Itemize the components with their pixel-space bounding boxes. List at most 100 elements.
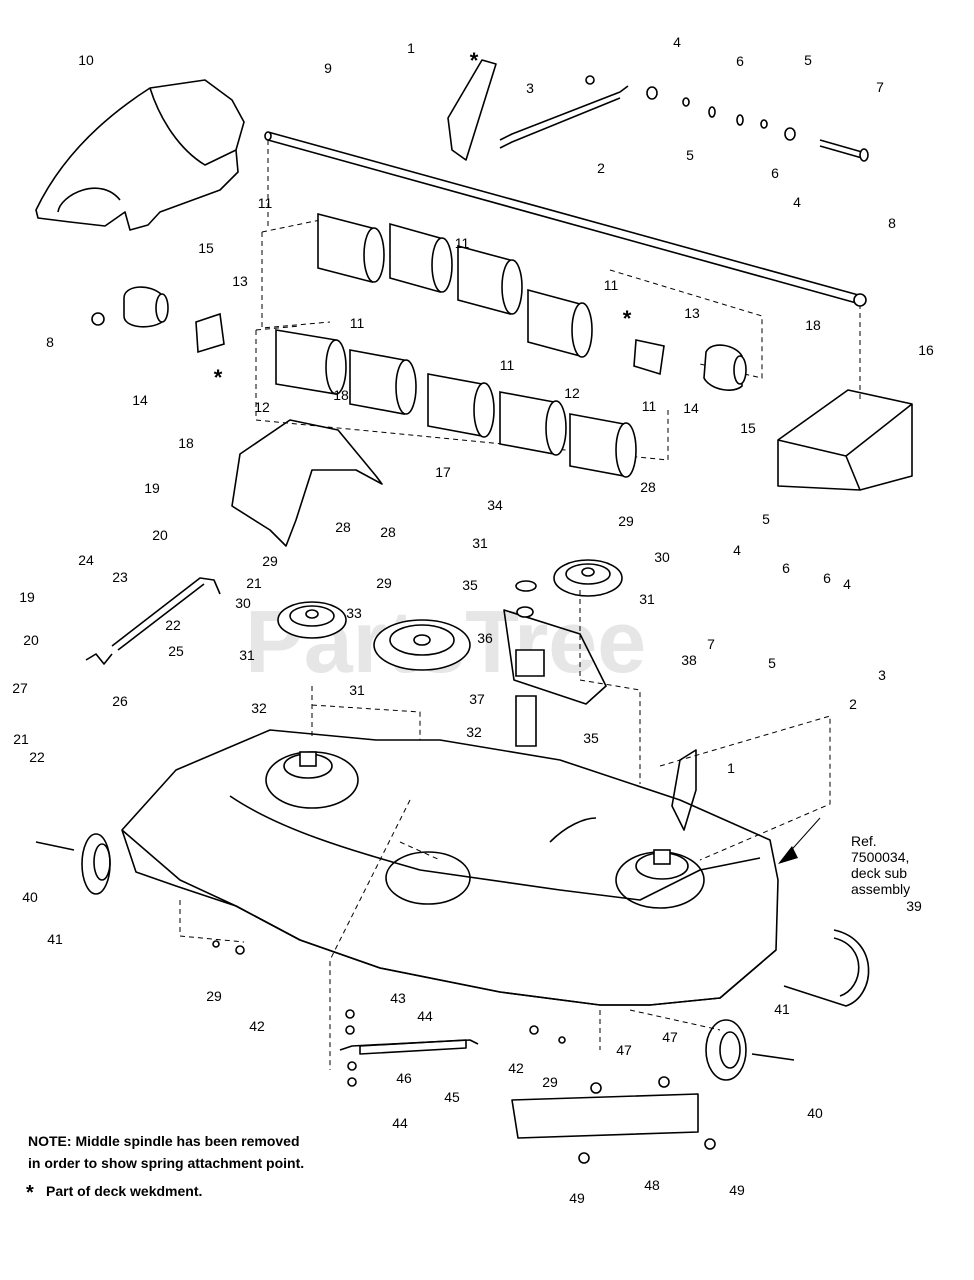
- right-spindle: [635, 849, 689, 880]
- callout-7: 7: [707, 636, 715, 652]
- callout-30: 30: [654, 549, 670, 565]
- callout-46: 46: [396, 1070, 412, 1086]
- callout-41: 41: [47, 931, 63, 947]
- belt-part: [783, 929, 870, 1007]
- callout-29: 29: [206, 988, 222, 1004]
- callout-23: 23: [112, 569, 128, 585]
- callout-27: 27: [12, 680, 28, 696]
- callout-1: 1: [727, 760, 735, 776]
- callout-5: 5: [762, 511, 770, 527]
- note-asterisk: *: [26, 1182, 34, 1204]
- callout-4: 4: [673, 34, 681, 50]
- ref-line-1: Ref.: [851, 833, 877, 849]
- callout-8: 8: [888, 215, 896, 231]
- callout-asterisk: *: [214, 365, 223, 390]
- callout-11: 11: [642, 398, 657, 414]
- roller-bracket-right: [633, 339, 665, 376]
- callout-3: 3: [878, 667, 886, 683]
- callout-31: 31: [639, 591, 655, 607]
- callout-21: 21: [246, 575, 262, 591]
- callout-24: 24: [78, 552, 94, 568]
- callout-29: 29: [618, 513, 634, 529]
- callout-40: 40: [22, 889, 38, 905]
- callout-20: 20: [152, 527, 168, 543]
- callout-6: 6: [782, 560, 790, 576]
- bushing-right: [853, 293, 867, 307]
- callout-2: 2: [849, 696, 857, 712]
- idler-arm-part: [503, 609, 607, 705]
- callout-15: 15: [740, 420, 756, 436]
- note-line-2: in order to show spring attachment point…: [28, 1155, 304, 1171]
- callout-32: 32: [251, 700, 267, 716]
- bushing-left: [91, 312, 105, 326]
- deck-weldment-plate-deck: [671, 749, 697, 831]
- callout-42: 42: [508, 1060, 524, 1076]
- callout-47: 47: [662, 1029, 678, 1045]
- callout-41: 41: [774, 1001, 790, 1017]
- callout-20: 20: [23, 632, 39, 648]
- callout-11: 11: [500, 357, 515, 373]
- callout-12: 12: [254, 399, 270, 415]
- callout-35: 35: [462, 577, 478, 593]
- callout-29: 29: [542, 1074, 558, 1090]
- callout-36: 36: [477, 630, 493, 646]
- callout-43: 43: [390, 990, 406, 1006]
- callout-32: 32: [466, 724, 482, 740]
- upper-rollers: [317, 212, 593, 358]
- callout-48: 48: [644, 1177, 660, 1193]
- callout-31: 31: [472, 535, 488, 551]
- callout-6: 6: [823, 570, 831, 586]
- callout-18: 18: [178, 435, 194, 451]
- callout-5: 5: [768, 655, 776, 671]
- ref-line-4: assembly: [851, 881, 910, 897]
- ref-line-2: 7500034,: [851, 849, 909, 865]
- callout-asterisk: *: [623, 306, 632, 331]
- idler-pulley-right: [553, 559, 623, 597]
- chute-bracket-part: [231, 419, 383, 547]
- front-wheel-right: [705, 1019, 795, 1081]
- callout-29: 29: [262, 553, 278, 569]
- callout-11: 11: [258, 195, 273, 211]
- callout-33: 33: [346, 605, 362, 621]
- callout-35: 35: [583, 730, 599, 746]
- callout-15: 15: [198, 240, 214, 256]
- discharge-chute-part: [35, 79, 245, 231]
- torsion-spring-part: [85, 653, 113, 665]
- roller-bracket-left: [195, 312, 225, 354]
- callout-11: 11: [604, 277, 619, 293]
- callout-31: 31: [239, 647, 255, 663]
- callout-12: 12: [564, 385, 580, 401]
- callout-37: 37: [469, 691, 485, 707]
- callout-4: 4: [793, 194, 801, 210]
- callout-34: 34: [487, 497, 503, 513]
- callout-31: 31: [349, 682, 365, 698]
- callout-45: 45: [444, 1089, 460, 1105]
- callout-40: 40: [807, 1105, 823, 1121]
- note-asterisk-text: Part of deck wekdment.: [46, 1183, 202, 1199]
- callout-13: 13: [232, 273, 248, 289]
- callout-44: 44: [392, 1115, 408, 1131]
- callout-47: 47: [616, 1042, 632, 1058]
- callout-29: 29: [376, 575, 392, 591]
- callout-42: 42: [249, 1018, 265, 1034]
- callout-49: 49: [729, 1182, 745, 1198]
- callout-22: 22: [29, 749, 45, 765]
- callout-44: 44: [417, 1008, 433, 1024]
- callout-16: 16: [918, 342, 934, 358]
- callout-18: 18: [333, 387, 349, 403]
- front-wheel-left: [35, 833, 111, 895]
- callout-3: 3: [526, 80, 534, 96]
- end-rollers: [123, 286, 747, 391]
- callout-26: 26: [112, 693, 128, 709]
- roller-group-outline: [261, 140, 861, 400]
- callout-38: 38: [681, 652, 697, 668]
- deck-guard-plate: [511, 1093, 699, 1139]
- callout-6: 6: [736, 53, 744, 69]
- assembly-guides: [179, 590, 831, 1070]
- callout-21: 21: [13, 731, 29, 747]
- callout-49: 49: [569, 1190, 585, 1206]
- callout-8: 8: [46, 334, 54, 350]
- callout-2: 2: [597, 160, 605, 176]
- idler-pulley-left: [277, 601, 347, 639]
- callout-14: 14: [683, 400, 699, 416]
